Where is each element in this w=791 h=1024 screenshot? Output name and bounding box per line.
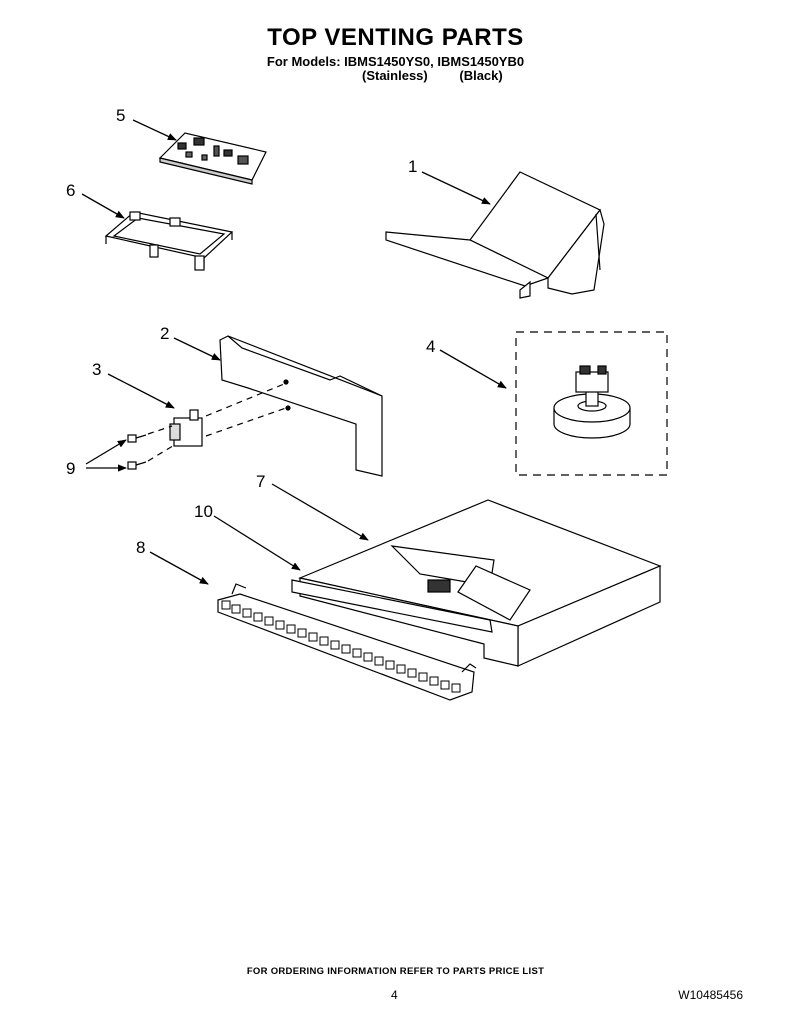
part-6-board-bracket[interactable] — [104, 211, 234, 271]
ordering-note: FOR ORDERING INFORMATION REFER TO PARTS … — [246, 966, 545, 977]
callout-10: 10 — [194, 502, 213, 521]
part-1-vent-duct[interactable] — [385, 171, 605, 299]
part-10-filter[interactable] — [291, 579, 493, 633]
models-line: For Models: IBMS1450YS0, IBMS1450YB0 — [266, 54, 525, 69]
callout-8: 8 — [136, 538, 145, 557]
model-variants: (Stainless) (Black) — [362, 68, 503, 83]
part-8-grille-slots — [221, 600, 461, 693]
callout-leaders — [81, 119, 507, 585]
page-title: TOP VENTING PARTS — [267, 24, 524, 51]
callout-2: 2 — [160, 324, 169, 343]
callout-3: 3 — [92, 360, 101, 379]
callout-1: 1 — [408, 157, 417, 176]
callout-4: 4 — [426, 337, 435, 356]
callout-6: 6 — [66, 181, 75, 200]
variant-black: (Black) — [459, 68, 503, 83]
variant-stainless: (Stainless) — [362, 68, 428, 83]
callout-5: 5 — [116, 106, 125, 125]
callout-7: 7 — [256, 472, 265, 491]
callout-9: 9 — [66, 459, 75, 478]
part-9-screws[interactable] — [127, 434, 147, 470]
page-number: 4 — [391, 988, 398, 1002]
part-3-switch[interactable] — [169, 409, 203, 447]
document-number: W10485456 — [678, 988, 743, 1002]
part-4-kit-boundary — [515, 331, 668, 476]
part-5-control-board[interactable] — [158, 132, 267, 185]
part-2-damper-plate[interactable] — [219, 335, 383, 477]
part-4-blower-fan[interactable] — [553, 365, 631, 439]
